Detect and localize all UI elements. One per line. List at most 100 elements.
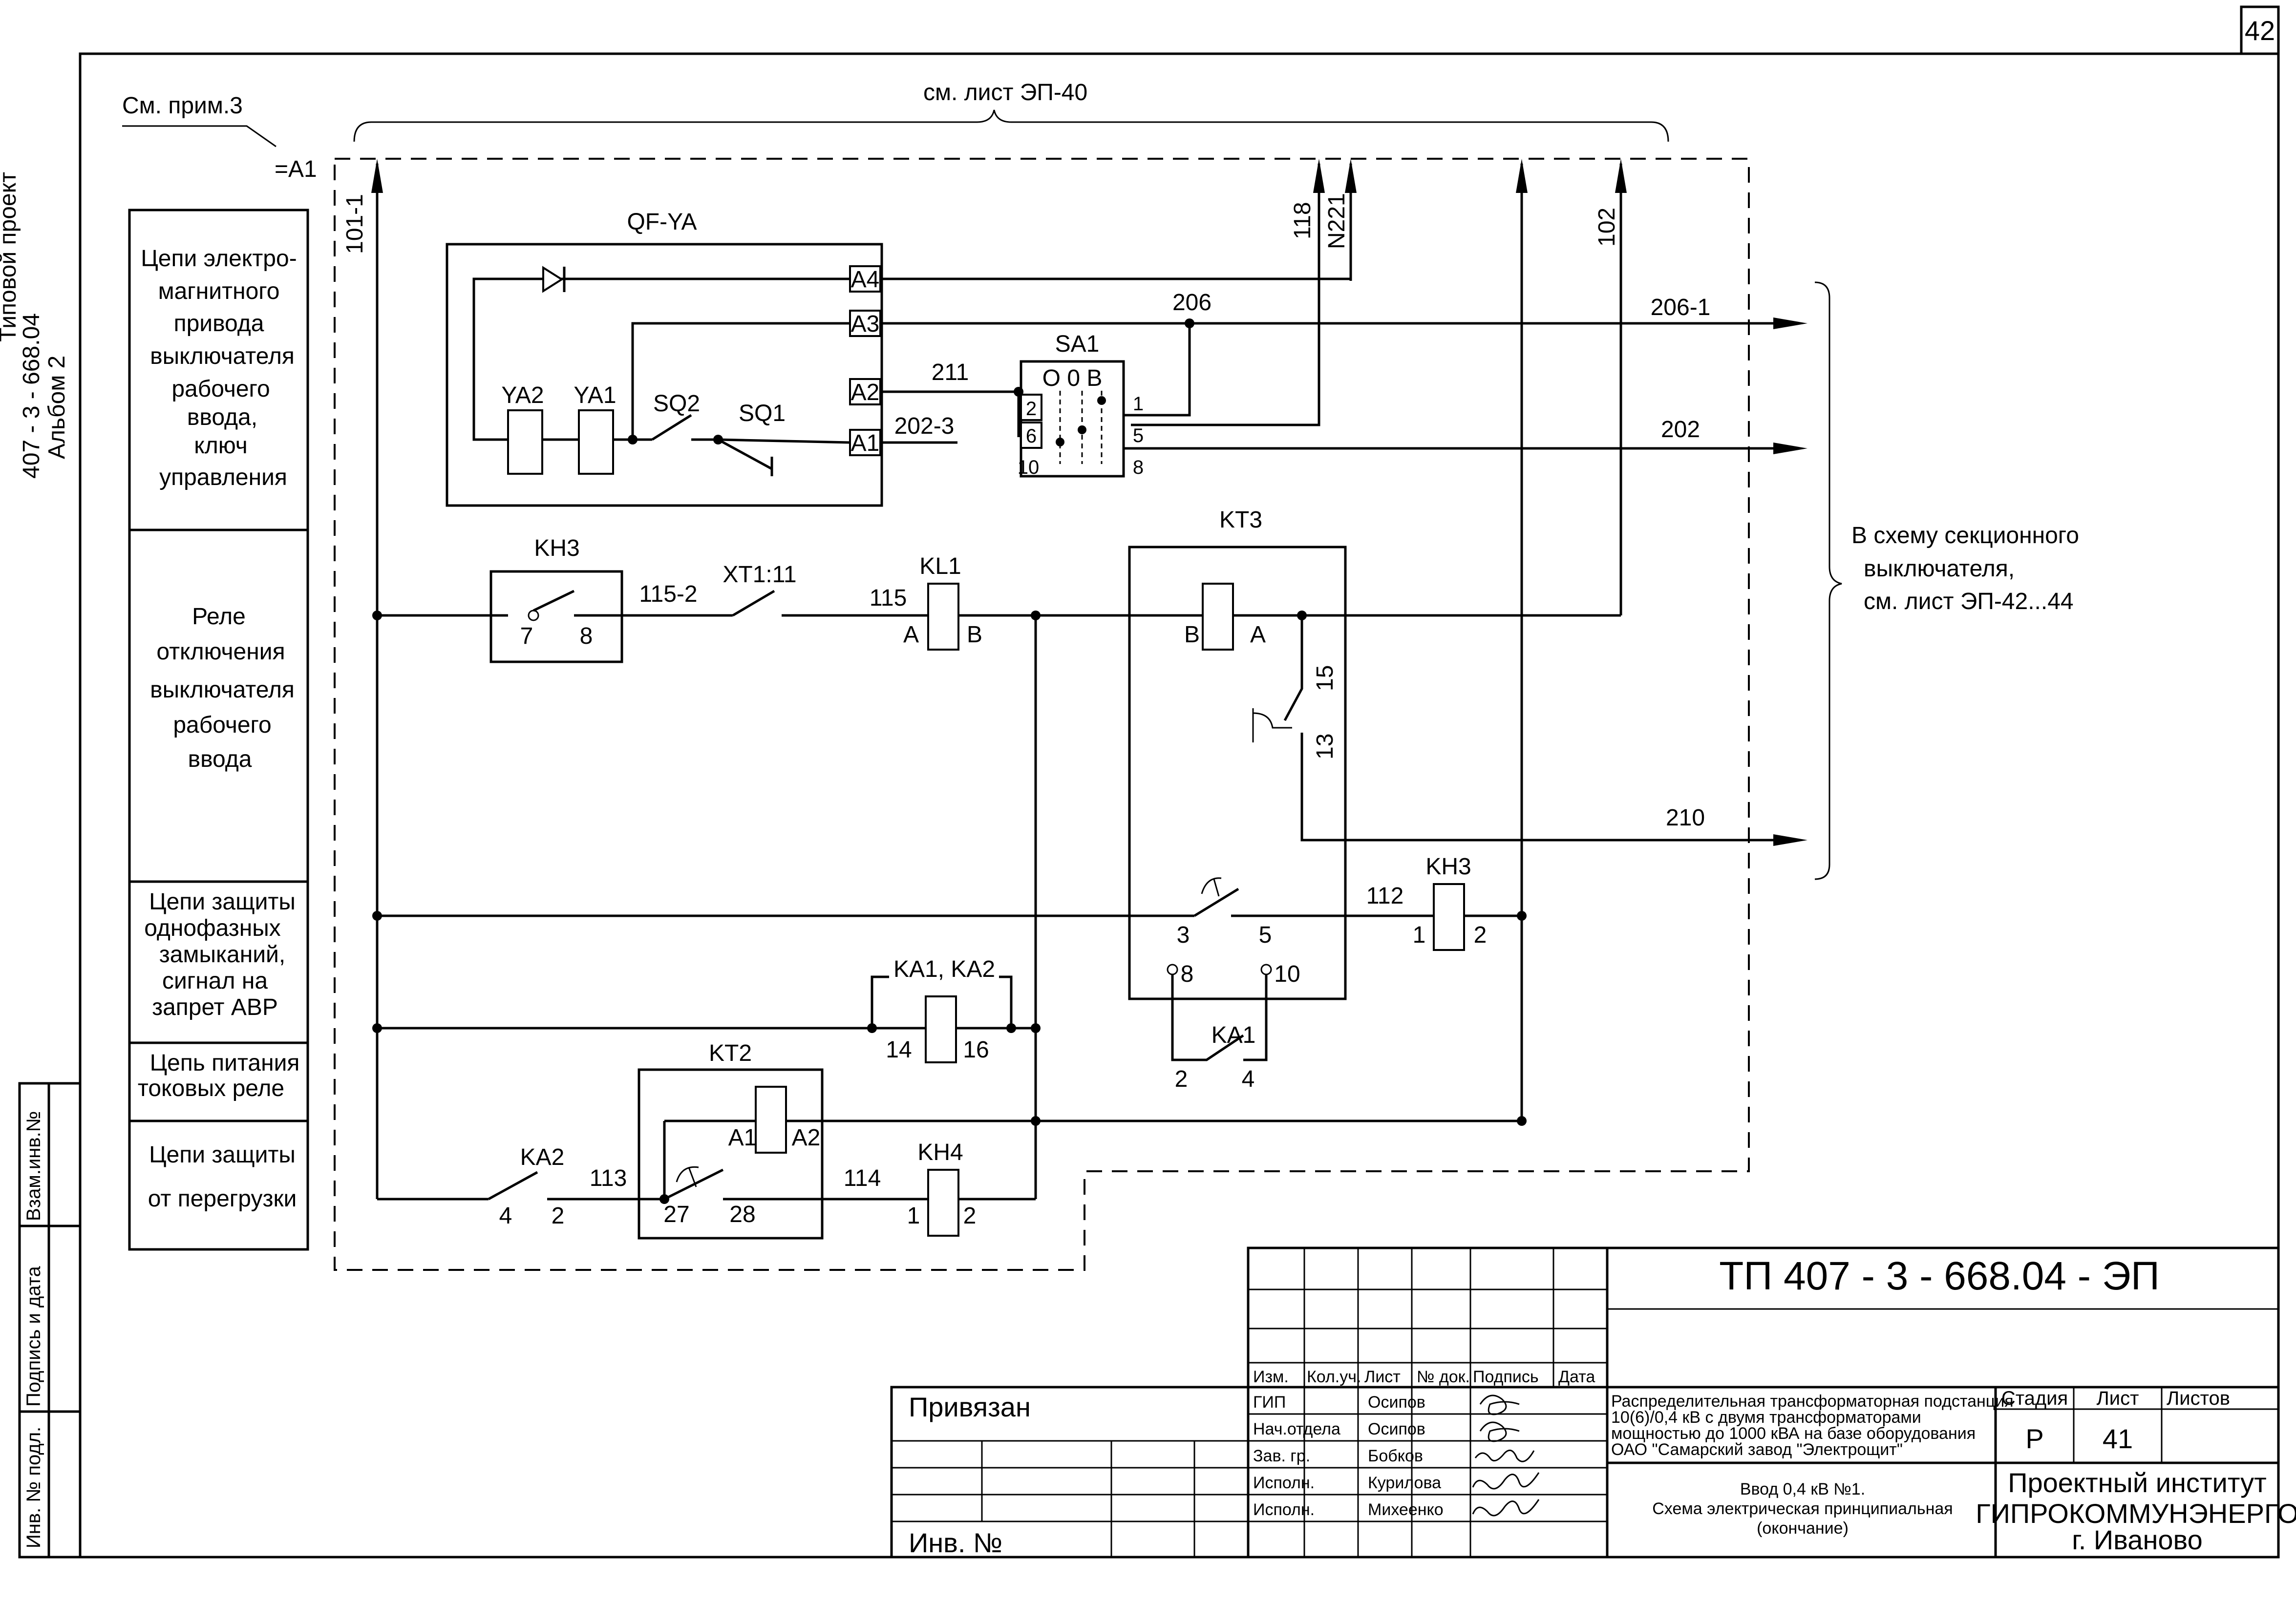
kt3-coil (1202, 583, 1234, 651)
ka2-term-4: 4 (499, 1203, 512, 1229)
kt3-box (1128, 546, 1347, 1000)
bus-lines (371, 159, 1627, 1199)
kt3-term-8: 8 (1181, 961, 1194, 987)
org-1: ГИПРОКОММУНЭНЕРГО (1976, 1498, 2296, 1529)
wire-202-3: 202-3 (894, 413, 955, 439)
kt2-box (638, 1068, 824, 1240)
sheet-title-1: Схема электрическая принципиальная (1652, 1499, 1953, 1518)
s2-l4: ввода (188, 746, 252, 772)
kh4-coil (927, 1169, 959, 1237)
ka1-contact (1171, 974, 1244, 1061)
kt2-term-28: 28 (729, 1202, 755, 1227)
s3-l2: замыканий, (159, 942, 285, 968)
desc-2: мощностью до 1000 кВА на базе оборудован… (1611, 1424, 1976, 1443)
s3-l3: сигнал на (162, 968, 268, 994)
ya1-coil (578, 409, 614, 475)
ka1-label: KA1 (1212, 1022, 1256, 1048)
stamp-inv: Инв. № подл. (23, 1427, 44, 1548)
hdr-data: Дата (1558, 1368, 1595, 1386)
kt3-term-15: 15 (1312, 665, 1338, 691)
org-0: Проектный институт (2008, 1467, 2267, 1498)
wire-101: 101-1 (342, 194, 368, 254)
kl1-term-b: B (967, 622, 982, 648)
s5-l0: Цепи защиты (149, 1142, 296, 1168)
stage-label: Стадия (2001, 1388, 2068, 1409)
s2-l3: рабочего (173, 712, 271, 738)
role-2: Зав. гр. (1253, 1447, 1310, 1465)
sa1-to-206 (1124, 323, 1191, 417)
wire-210-line (1300, 733, 1778, 842)
kt2-time-contact (663, 1168, 724, 1201)
ya2-label: YA2 (501, 382, 544, 408)
signatures (1472, 1394, 1540, 1517)
inv-no: Инв. № (909, 1527, 1002, 1558)
s3-l1: однофазных (144, 915, 281, 941)
wire-221: N221 (1324, 193, 1350, 249)
kt2-coil (755, 1086, 787, 1154)
kl1-term-a: A (903, 622, 919, 648)
role-1: Нач.отдела (1253, 1420, 1340, 1438)
stamp-vzam: Взам.инв.№ (23, 1111, 44, 1221)
desc-1: 10(6)/0,4 кВ с двумя трансформаторами (1611, 1408, 1921, 1427)
kh3-coil (1433, 883, 1465, 951)
kh3-contact (532, 590, 575, 612)
desc-0: Распределительная трансформаторная подст… (1611, 1392, 2014, 1411)
kl1-coil (927, 583, 959, 651)
right-note-l0: В схему секционного (1851, 523, 2079, 549)
sq2-contact (651, 414, 692, 441)
s1-l4: рабочего (171, 376, 270, 402)
sa-term-10: 10 (1018, 457, 1040, 478)
s2-l2: выключателя (150, 677, 295, 703)
ka2-label: KA2 (520, 1144, 565, 1170)
title-block (890, 1246, 2280, 1559)
s1-l2: привода (174, 311, 264, 337)
wire-113: 113 (590, 1165, 627, 1191)
right-note-l1: выключателя, (1864, 556, 2015, 582)
term-a4: A4 (851, 267, 880, 293)
side-project-label: Типовой проект 407 - 3 - 668.04 Альбом 2 (0, 172, 70, 479)
hdr-list: Лист (1364, 1368, 1401, 1386)
assembly-ref: =A1 (275, 156, 317, 182)
kt2-term-a1: A1 (728, 1125, 757, 1151)
qf-ya-internal (472, 266, 1023, 476)
kt3-term-13: 13 (1312, 734, 1338, 760)
wire-114: 114 (844, 1165, 881, 1191)
wire-210-label: 210 (1666, 805, 1705, 831)
sa-term-5: 5 (1133, 425, 1144, 446)
ka-coil (925, 995, 957, 1063)
role-0: ГИП (1253, 1393, 1286, 1412)
kh3-coil-term-1: 1 (1413, 922, 1426, 948)
sq1-contact (717, 438, 773, 470)
term-a3: A3 (851, 311, 880, 337)
note-ref: См. прим.3 (122, 93, 243, 119)
doc-code: ТП 407 - 3 - 668.04 - ЭП (1719, 1254, 2160, 1298)
side-label-line3: Альбом 2 (44, 356, 70, 459)
name-0: Осипов (1368, 1393, 1425, 1412)
kh3-term-8: 8 (580, 623, 593, 649)
kh3-coil-label: KH3 (1425, 854, 1471, 880)
ya2-coil (507, 409, 543, 475)
s4-l0: Цепь питания (150, 1050, 300, 1076)
kh4-term-1: 1 (907, 1203, 920, 1229)
side-label-line1: Типовой проект (0, 172, 21, 342)
s1-l3: выключателя (150, 343, 295, 369)
s3-l4: запрет АВР (152, 994, 278, 1020)
s1-l7: управления (159, 464, 287, 490)
right-note-l2: см. лист ЭП-42...44 (1864, 589, 2074, 614)
name-4: Михеенко (1368, 1500, 1444, 1519)
sheet-corner-number: 42 (2245, 15, 2275, 46)
xt1-contact (732, 590, 775, 617)
kt2-term-a2: A2 (792, 1125, 821, 1151)
kt3-3-5-contact (1193, 887, 1239, 917)
org-2: г. Иваново (2072, 1524, 2203, 1555)
wire-118: 118 (1290, 202, 1316, 239)
kt3-term-5: 5 (1259, 922, 1272, 948)
sheet-title-0: Ввод 0,4 кВ №1. (1740, 1480, 1865, 1498)
qf-ya-label: QF-YA (627, 209, 697, 235)
note-leader (122, 125, 276, 148)
wire-118-route (1131, 244, 1320, 426)
wire-115: 115 (870, 585, 907, 611)
sheet-title-2: (окончание) (1757, 1519, 1849, 1538)
qf-ya-terminals: A4 A3 A2 A1 (849, 265, 881, 456)
sheet-label: Лист (2097, 1388, 2139, 1409)
